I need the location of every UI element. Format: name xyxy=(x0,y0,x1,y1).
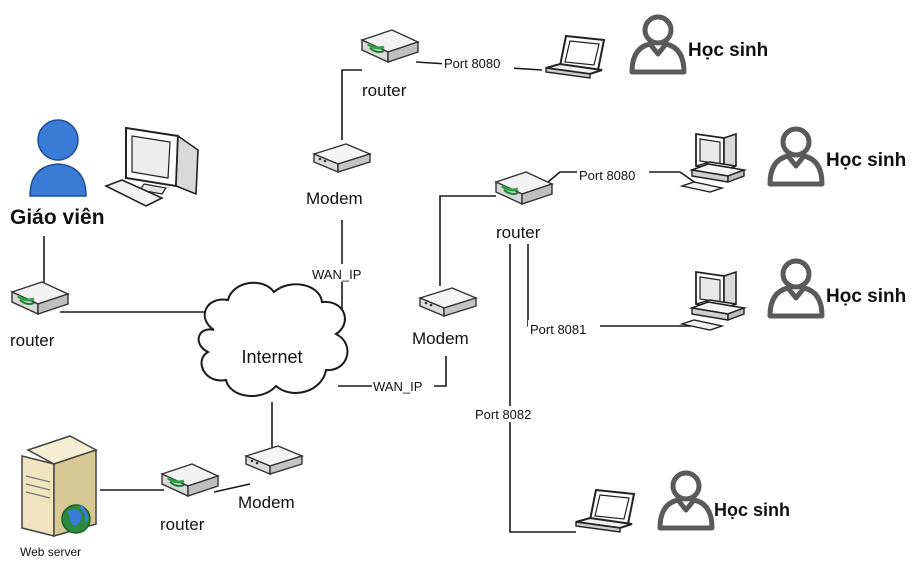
laptop-icon xyxy=(545,35,605,79)
router-icon xyxy=(494,170,554,206)
port-r2-label: Port 8081 xyxy=(530,322,586,337)
top-router[interactable]: router xyxy=(360,28,420,100)
web-server-icon xyxy=(21,435,98,537)
wan-ip-right-label: WAN_IP xyxy=(373,379,422,394)
top-router-label: router xyxy=(362,81,407,100)
top-wan-label-group: WAN_IP xyxy=(310,264,372,282)
link-top-router-modem xyxy=(341,69,362,140)
modem-icon xyxy=(419,287,477,317)
router-icon xyxy=(10,280,70,316)
port-r1-label: Port 8080 xyxy=(579,168,635,183)
teacher-person-icon xyxy=(29,119,87,197)
right-modem[interactable]: Modem xyxy=(412,287,477,348)
right-wan-label-group: WAN_IP xyxy=(372,377,434,395)
student-r2: Học sinh xyxy=(770,261,906,316)
link-router-desktop2 xyxy=(527,244,692,327)
port-r1-label-group: Port 8080 xyxy=(577,166,649,183)
top-port-label-group: Port 8080 xyxy=(442,55,514,71)
laptop-icon xyxy=(575,489,635,533)
right-modem-label: Modem xyxy=(412,329,469,348)
link-right-modem-router xyxy=(439,195,496,286)
student-r3-label: Học sinh xyxy=(714,500,790,520)
port-top-label: Port 8080 xyxy=(444,56,500,71)
port-r2-label-group: Port 8081 xyxy=(528,320,600,337)
student-top-label: Học sinh xyxy=(688,40,768,61)
top-modem[interactable]: Modem xyxy=(306,143,371,208)
wan-ip-top-label: WAN_IP xyxy=(312,267,361,282)
student-r3: Học sinh xyxy=(660,473,790,528)
link-router-laptop-bottom xyxy=(509,244,576,533)
modem-icon xyxy=(313,143,371,173)
student-icon xyxy=(632,17,684,72)
server-modem-label: Modem xyxy=(238,493,295,512)
teacher-label: Giáo viên xyxy=(10,206,105,229)
port-r3-label-group: Port 8082 xyxy=(474,406,546,422)
student-icon xyxy=(660,473,712,528)
student-r2-label: Học sinh xyxy=(826,286,906,307)
port-r3-label: Port 8082 xyxy=(475,407,531,422)
server-router-label: router xyxy=(160,515,205,534)
top-modem-label: Modem xyxy=(306,189,363,208)
student-icon xyxy=(770,261,822,316)
internet-label: Internet xyxy=(241,347,302,367)
desktop-icon xyxy=(681,133,745,193)
web-server-group[interactable]: Web server xyxy=(20,435,98,559)
desktop-1[interactable] xyxy=(681,133,745,193)
web-server-label: Web server xyxy=(20,545,81,559)
right-router-label: router xyxy=(496,223,541,242)
link-router-modem xyxy=(213,483,251,493)
internet-cloud: Internet xyxy=(197,281,349,398)
teacher-computer-icon xyxy=(104,126,199,207)
modem-icon xyxy=(245,445,303,475)
student-icon xyxy=(770,129,822,184)
student-r1-label: Học sinh xyxy=(826,150,906,171)
desktop-2[interactable] xyxy=(681,271,745,331)
teacher-router-label: router xyxy=(10,331,55,350)
right-router[interactable]: router xyxy=(494,170,554,242)
server-router[interactable]: router xyxy=(160,462,220,534)
server-modem[interactable]: Modem xyxy=(238,445,303,512)
bottom-laptop[interactable] xyxy=(575,489,635,533)
router-icon xyxy=(160,462,220,498)
router-icon xyxy=(360,28,420,64)
desktop-icon xyxy=(681,271,745,331)
teacher-group: Giáo viên xyxy=(10,119,199,229)
student-r1: Học sinh xyxy=(770,129,906,184)
student-top: Học sinh xyxy=(632,17,768,72)
teacher-router[interactable]: router xyxy=(10,280,70,350)
top-laptop[interactable] xyxy=(545,35,605,79)
